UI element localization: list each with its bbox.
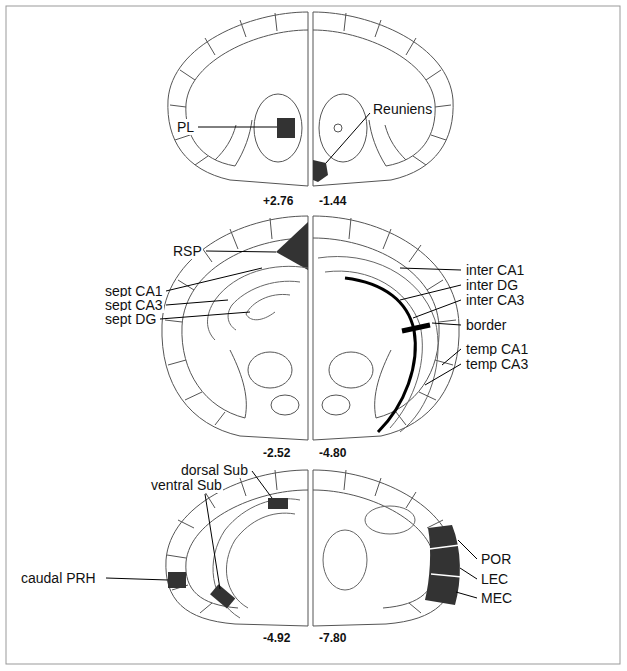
section-coordinate: -2.52 xyxy=(262,446,291,460)
ventral-sub-region xyxy=(210,584,235,608)
section-coordinate: -7.80 xyxy=(318,631,347,645)
border-mark xyxy=(402,325,430,331)
pl-region xyxy=(277,118,295,138)
region-label: inter CA3 xyxy=(465,292,525,308)
region-label: temp CA1 xyxy=(465,341,529,357)
dorsal-sub-region xyxy=(268,498,288,509)
section-outline xyxy=(313,216,459,440)
section-outline xyxy=(168,12,308,186)
region-label: POR xyxy=(480,551,512,567)
region-label: inter DG xyxy=(465,277,519,293)
section-coordinate: -1.44 xyxy=(318,194,347,208)
region-label: dorsal Sub xyxy=(180,462,249,478)
leader-lines xyxy=(106,113,477,598)
figure-frame xyxy=(6,6,620,664)
hippocampus-axis xyxy=(345,278,415,432)
section-coordinate: -4.92 xyxy=(262,631,291,645)
section-outline xyxy=(313,12,453,186)
region-label: LEC xyxy=(480,571,509,587)
parahippocampal-region xyxy=(425,525,460,605)
region-label: temp CA3 xyxy=(465,356,529,372)
section-outline xyxy=(162,216,308,440)
region-divider xyxy=(429,545,460,549)
rsp-region xyxy=(276,222,308,270)
region-label: RSP xyxy=(172,243,203,259)
region-label: sept DG xyxy=(104,311,157,327)
region-label: ventral Sub xyxy=(150,477,223,493)
region-label: caudal PRH xyxy=(20,570,97,586)
prh-region xyxy=(168,572,186,588)
hippocampus xyxy=(213,499,415,618)
section-coordinate: -4.80 xyxy=(318,446,347,460)
region-divider xyxy=(431,574,462,577)
section-coordinate: +2.76 xyxy=(262,194,294,208)
region-label: MEC xyxy=(480,590,513,606)
region-label: inter CA1 xyxy=(465,262,525,278)
reuniens-region xyxy=(313,160,328,182)
region-label: PL xyxy=(176,119,195,135)
section-outline xyxy=(166,470,308,626)
region-label: Reuniens xyxy=(372,101,433,117)
region-label: border xyxy=(465,317,507,333)
hippocampus xyxy=(208,257,439,432)
